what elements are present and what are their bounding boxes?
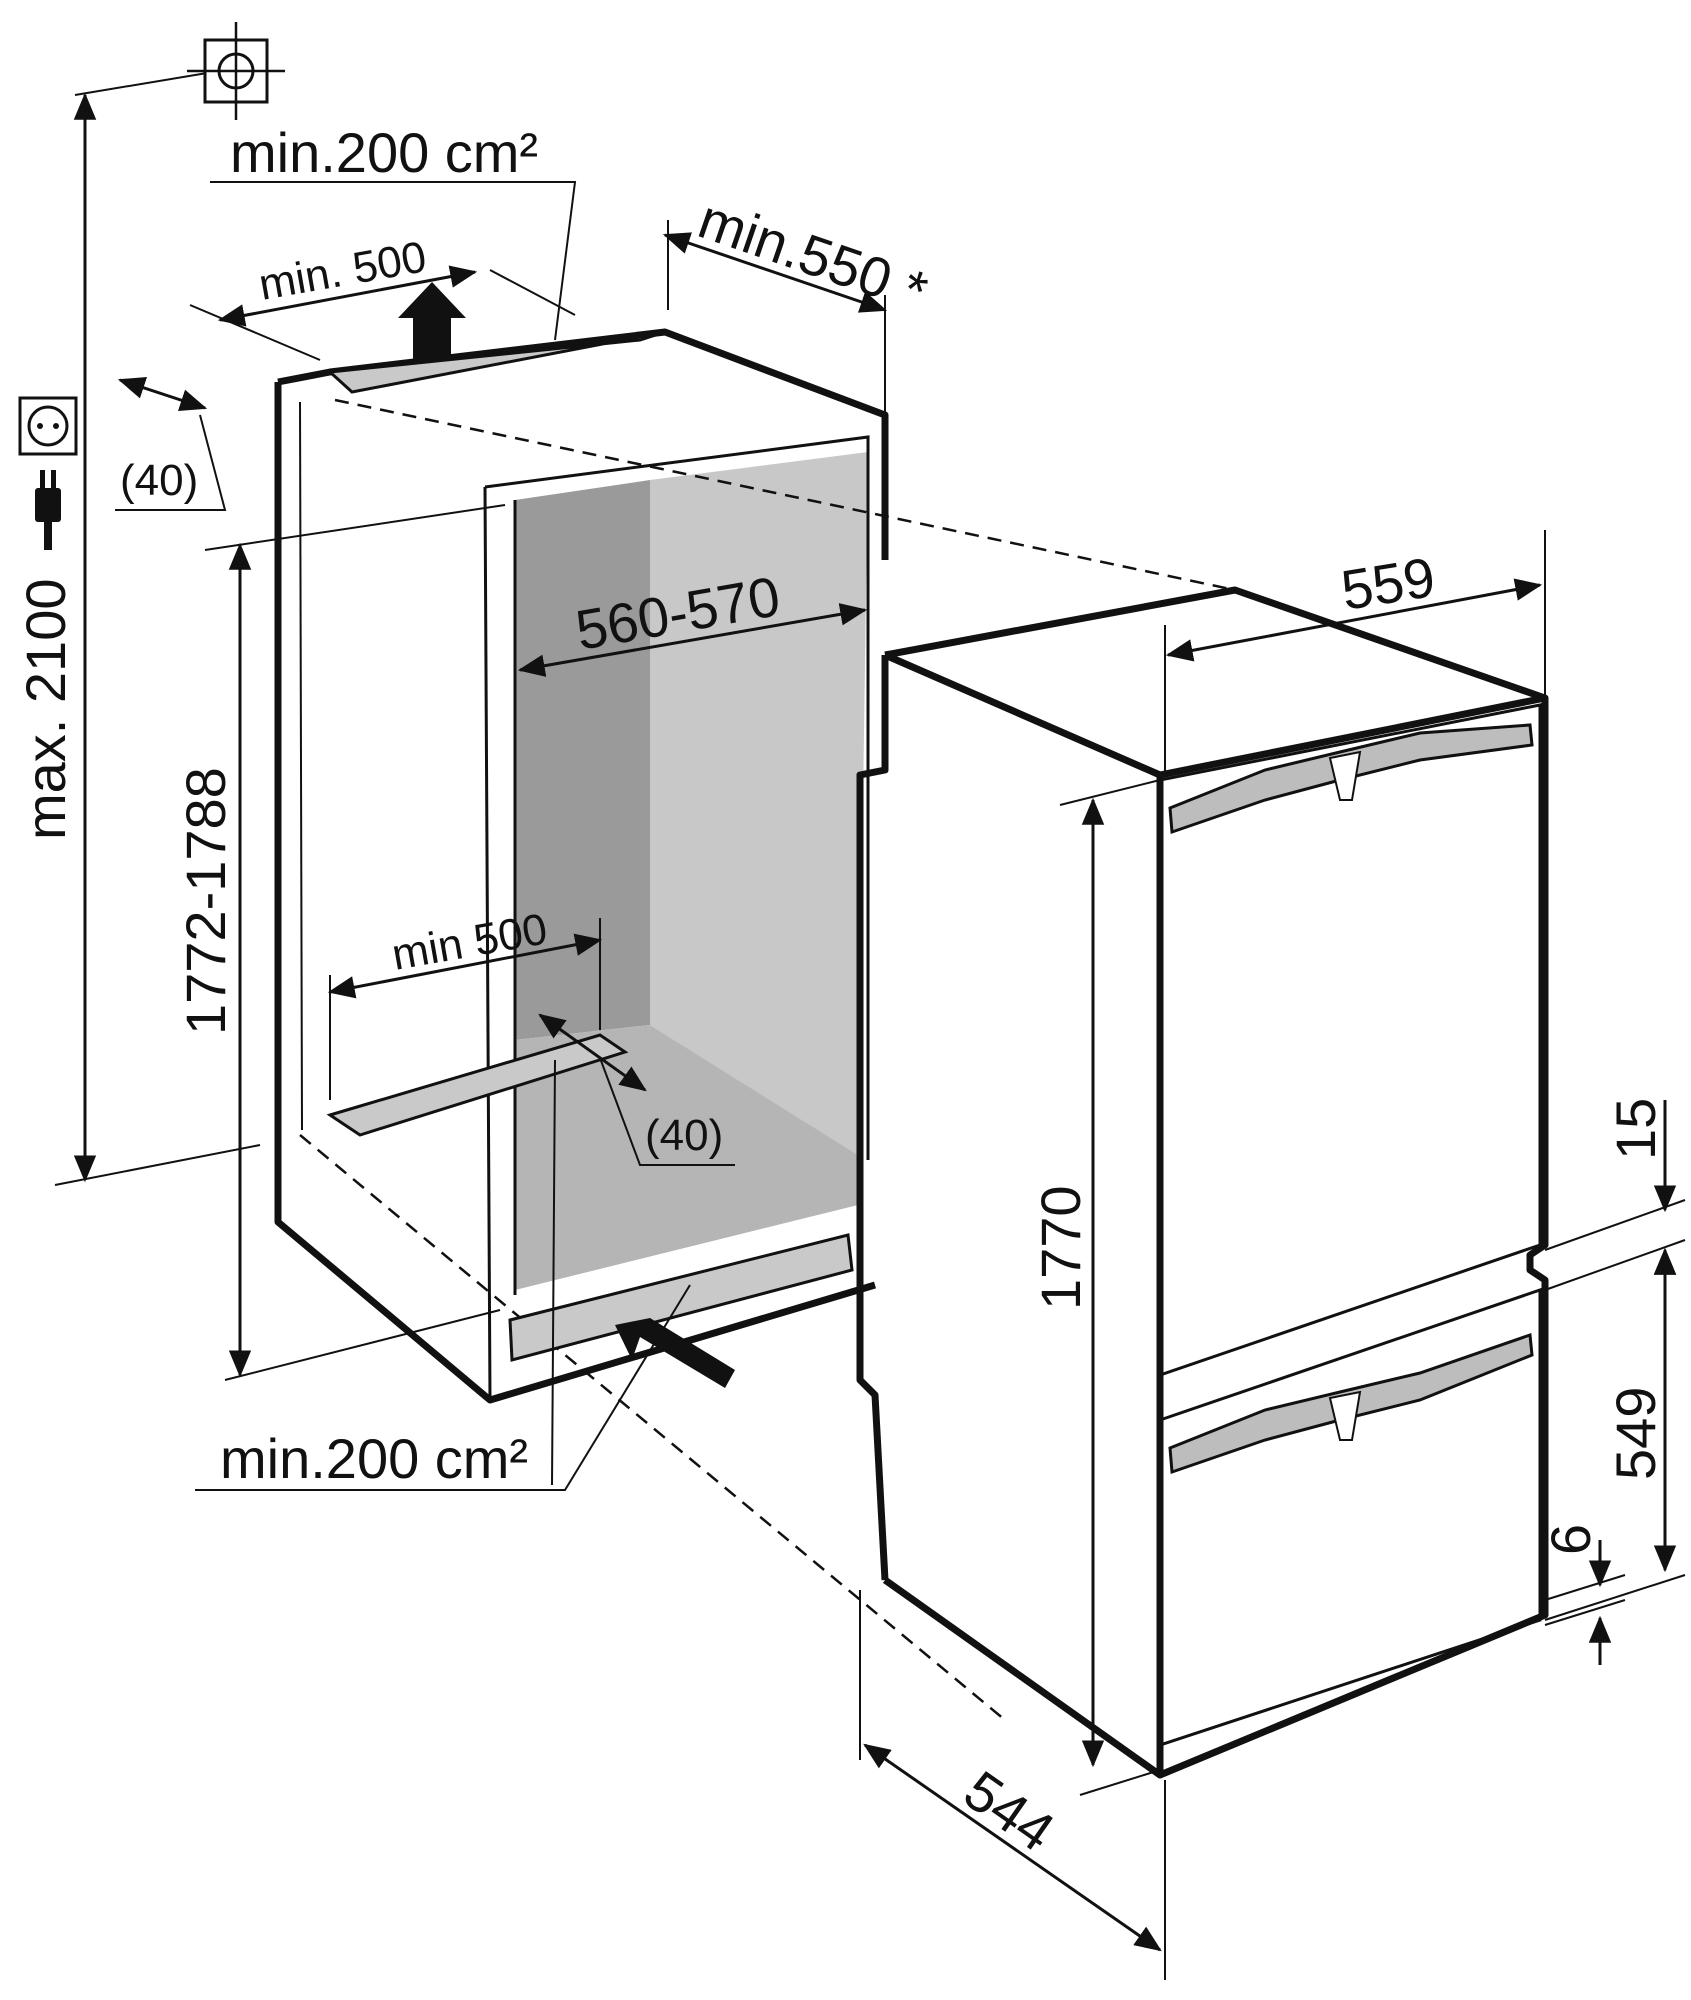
niche-height-label: 1772-1788 (174, 767, 237, 1035)
gap-top-label: (40) (120, 456, 198, 505)
lower-door-handle (1168, 1332, 1534, 1475)
water-connection-icon (187, 22, 285, 120)
upper-door-handle (1168, 723, 1534, 835)
top-vent-opening (326, 330, 666, 394)
niche-inner-left-shade (515, 480, 650, 1040)
niche-cabinet (274, 282, 1236, 1721)
height-max-label: max. 2100 (14, 579, 77, 841)
door-gap-label: 15 (1604, 1098, 1667, 1160)
appliance-width-label: 559 (1337, 545, 1439, 622)
gap-bottom-label: (40) (645, 1111, 723, 1160)
bottom-gap-label: 6 (1539, 1524, 1602, 1555)
lower-door-height-label: 549 (1604, 1387, 1667, 1480)
airflow-out-arrow (398, 282, 466, 360)
power-socket-icon (18, 396, 78, 456)
appliance-depth-label: 544 (953, 1758, 1066, 1863)
vent-bottom-area-label: min.200 cm² (220, 1427, 528, 1490)
appliance-height-label: 1770 (1029, 1185, 1092, 1310)
depth-min-label: min.550 * (691, 187, 935, 324)
airflow-in-arrow (615, 1318, 735, 1388)
dimension-lines (54, 69, 1686, 1980)
power-plug-icon (35, 470, 61, 550)
plinth-vent-opening (508, 1233, 854, 1362)
vent-top-area-label: min.200 cm² (230, 121, 538, 184)
fridge-appliance (856, 586, 1549, 1779)
